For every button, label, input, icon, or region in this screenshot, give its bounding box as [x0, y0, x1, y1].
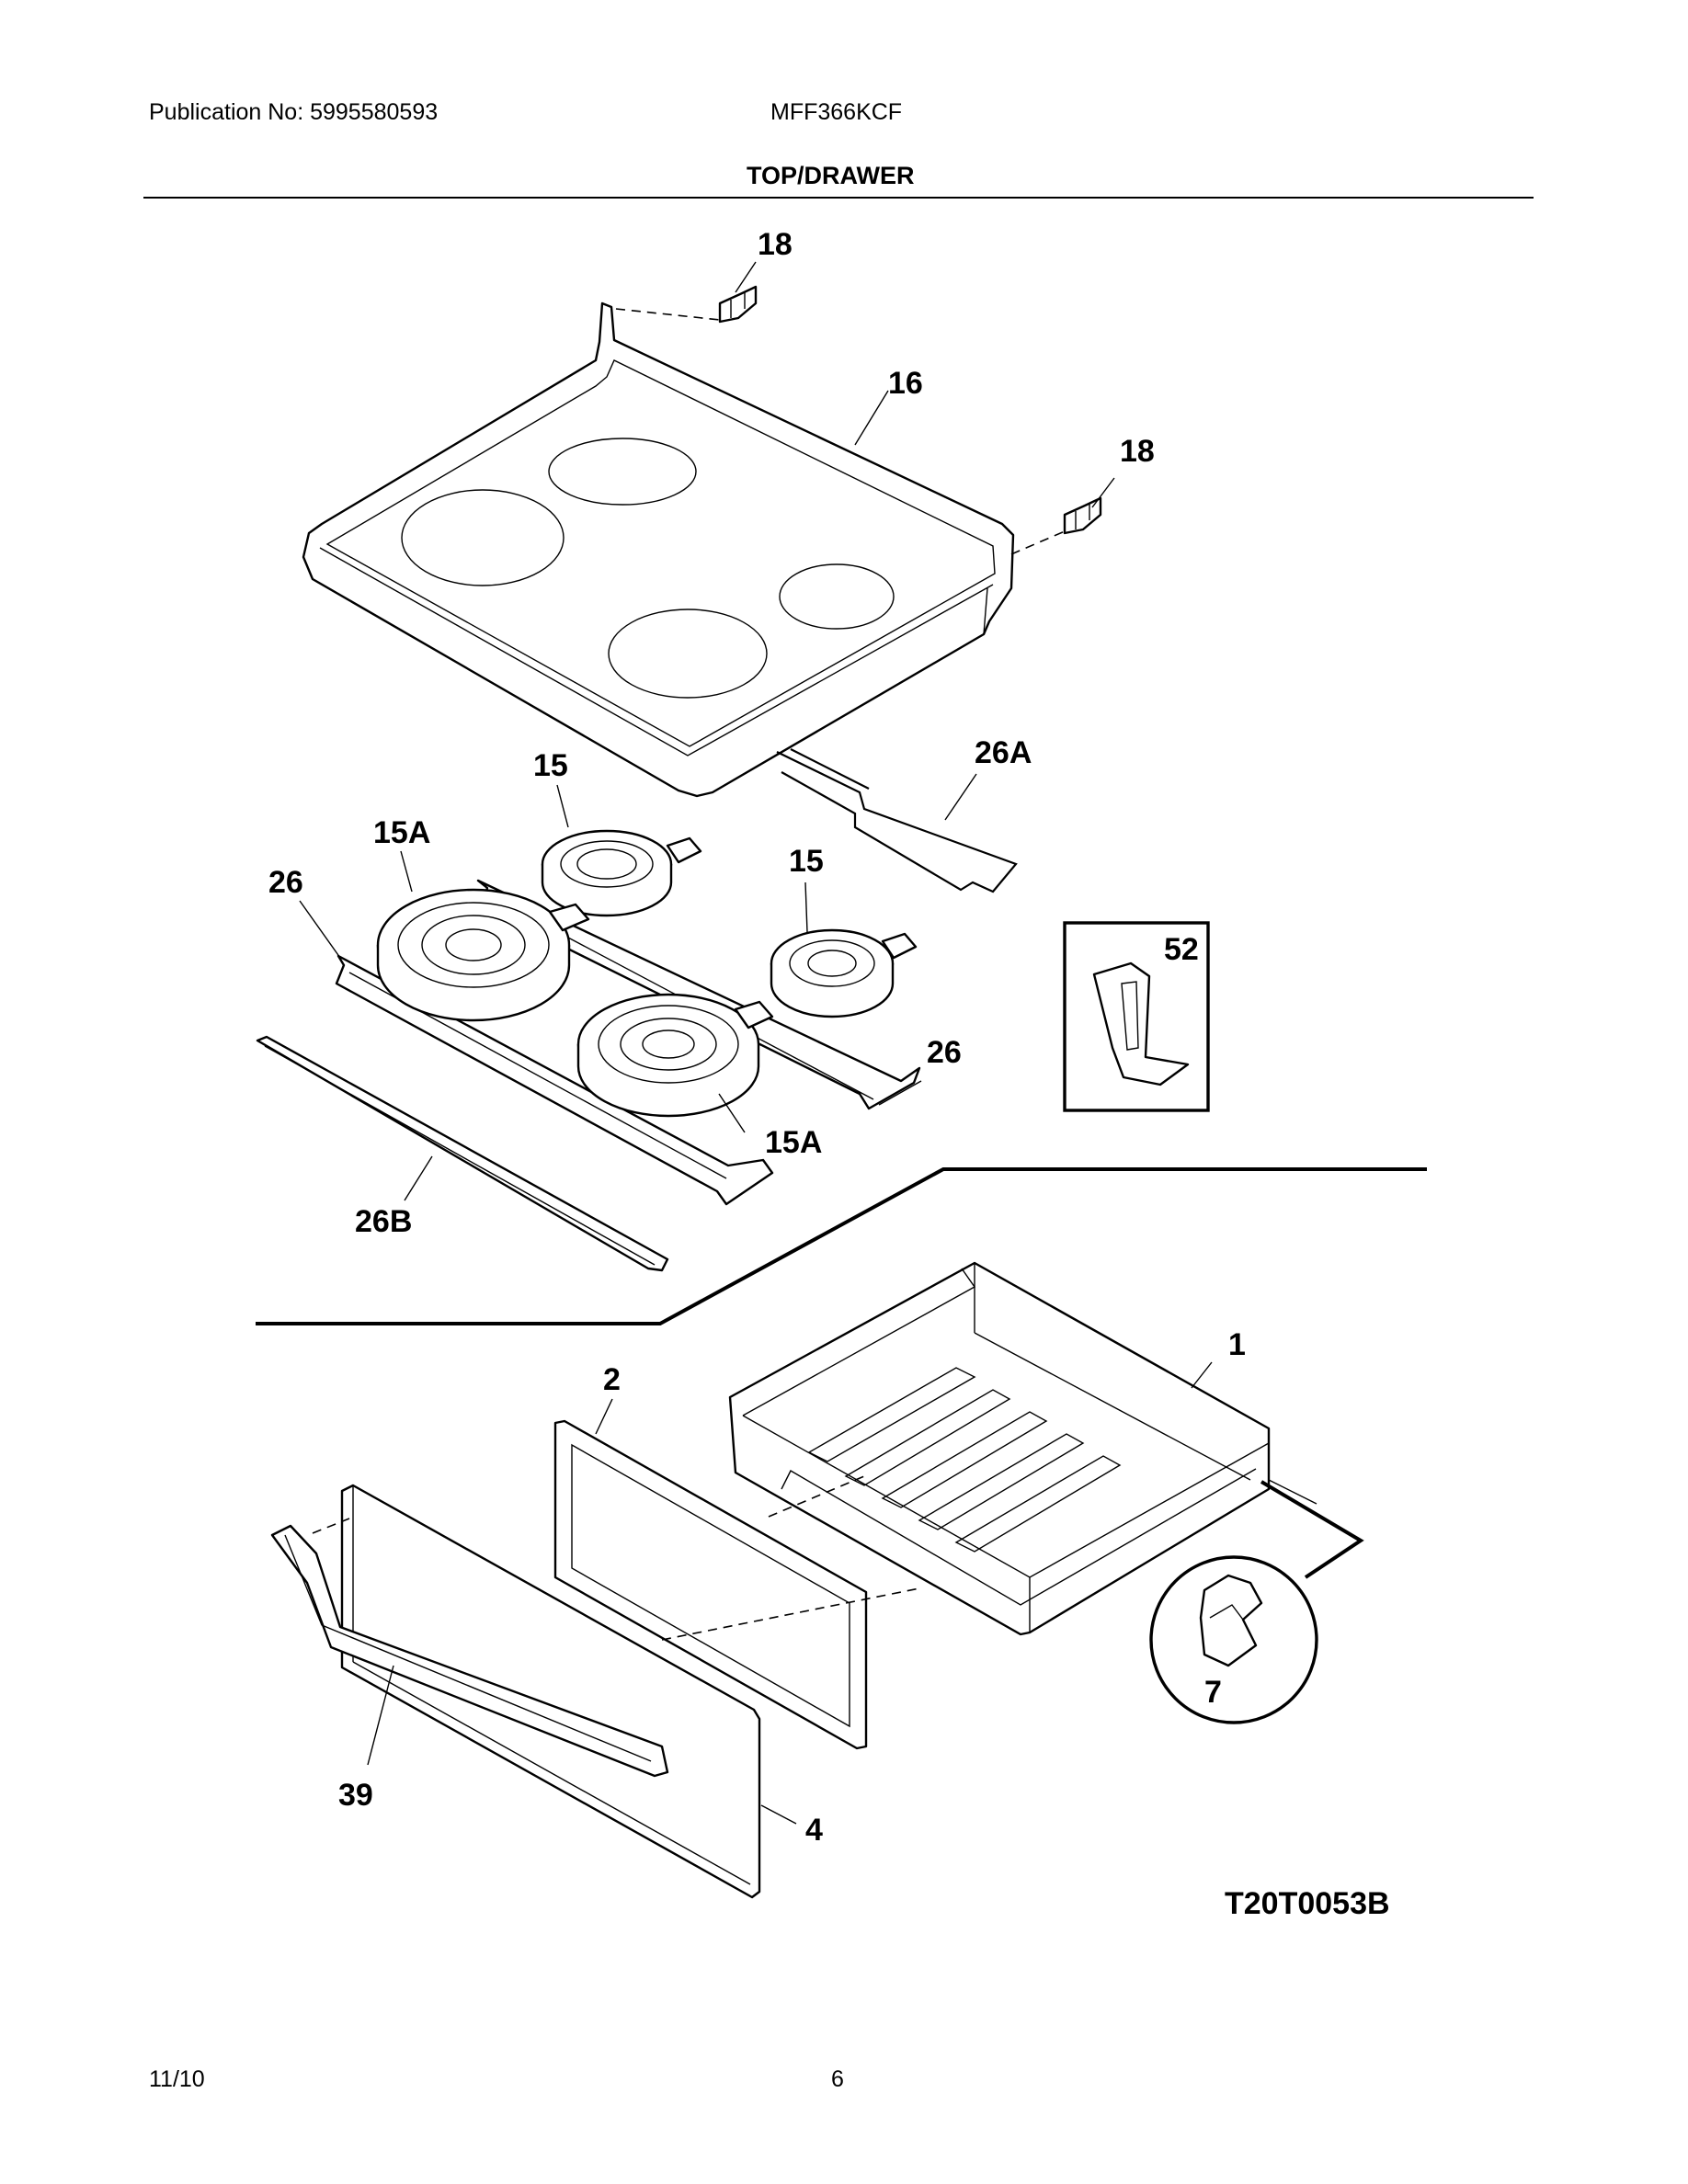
callout-1: 1 [1228, 1327, 1246, 1362]
section-divider [256, 1167, 1427, 1325]
callout-15-upper: 15 [533, 748, 568, 783]
section-title: TOP/DRAWER [747, 162, 915, 189]
clip-part-18a [615, 285, 758, 324]
drawer-ribs [807, 1367, 1122, 1553]
drawing-number: T20T0053B [1225, 1886, 1390, 1921]
callout-16: 16 [888, 366, 923, 401]
drawer-body-part-1 [728, 1261, 1317, 1636]
callout-15A-lower: 15A [765, 1125, 822, 1160]
drawer-inner-panel-part-2 [553, 1419, 920, 1750]
model-number: MFF366KCF [770, 99, 903, 125]
callout-52: 52 [1164, 932, 1199, 967]
burner-element-15b [770, 928, 918, 1018]
burner-element-15a [541, 829, 702, 917]
inset-box-part-52 [1063, 921, 1210, 1112]
callout-26-left: 26 [268, 865, 303, 900]
callout-18-top: 18 [758, 227, 793, 262]
leader-lines [299, 261, 1213, 1825]
callout-18-right: 18 [1120, 434, 1155, 469]
trim-strip-part-26B [256, 1035, 669, 1272]
callout-7: 7 [1204, 1675, 1222, 1710]
clip-part-18b [1010, 496, 1102, 555]
callout-26B: 26B [355, 1204, 412, 1239]
footer-page-number: 6 [831, 2066, 844, 2092]
callout-labels: 18 16 18 26A 15 15A 26 15 52 26 15A 26B … [268, 227, 1246, 1848]
callout-4: 4 [805, 1813, 823, 1848]
cooktop-part-16 [302, 301, 1018, 893]
drawer-handle-part-39 [270, 1524, 669, 1778]
inset-circle-part-7 [1149, 1480, 1364, 1724]
callout-15-right: 15 [789, 844, 824, 879]
callout-39: 39 [338, 1778, 373, 1813]
burner-element-15A-b [576, 993, 774, 1118]
publication-number: Publication No: 5995580593 [149, 99, 439, 125]
burner-element-15A-a [376, 888, 590, 1022]
callout-2: 2 [603, 1362, 621, 1397]
callout-26-right: 26 [927, 1035, 962, 1070]
callout-15A-upper: 15A [373, 815, 430, 850]
header-rule [143, 197, 1534, 199]
footer-date: 11/10 [149, 2066, 205, 2092]
drawer-front-part-4 [312, 1484, 761, 1899]
callout-26A: 26A [975, 735, 1032, 770]
